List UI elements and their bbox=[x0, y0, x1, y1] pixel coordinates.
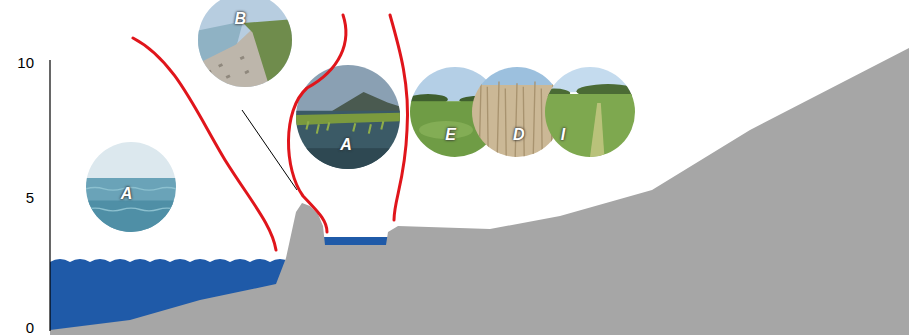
photo-detail bbox=[207, 57, 248, 82]
photo-circle: A bbox=[296, 65, 400, 169]
zone-letter: A bbox=[121, 185, 133, 203]
zone-boundary bbox=[133, 38, 276, 250]
zone-boundary bbox=[390, 15, 408, 220]
photo-detail bbox=[86, 201, 176, 233]
photo-detail bbox=[86, 142, 176, 180]
photo-circle: I bbox=[545, 67, 635, 157]
land-profile bbox=[50, 48, 909, 335]
photo-detail bbox=[479, 81, 553, 157]
photo-image bbox=[296, 65, 400, 169]
sea-water bbox=[50, 259, 290, 335]
axis-tick-label: 10 bbox=[17, 54, 34, 71]
axis-tick-label: 5 bbox=[26, 189, 34, 206]
photo-image bbox=[545, 67, 635, 157]
photo-detail bbox=[296, 111, 400, 169]
photo-circle: A bbox=[86, 142, 176, 232]
photo-detail bbox=[243, 19, 292, 87]
photo-detail bbox=[296, 113, 400, 125]
axis-tick-label: 0 bbox=[26, 319, 34, 335]
leader-line bbox=[242, 110, 297, 190]
photo-detail bbox=[590, 103, 604, 157]
zone-letter: I bbox=[561, 126, 565, 144]
zone-boundary bbox=[288, 15, 345, 232]
zone-letter: B bbox=[235, 10, 247, 28]
zone-letter: D bbox=[513, 126, 525, 144]
photo-detail bbox=[198, 0, 292, 87]
photo-detail bbox=[86, 178, 176, 232]
zone-letter: A bbox=[340, 136, 352, 154]
photo-circle: B bbox=[198, 0, 292, 87]
photo-detail bbox=[545, 94, 635, 157]
photo-detail bbox=[332, 92, 400, 113]
zone-letter: E bbox=[445, 126, 456, 144]
vertical-axis bbox=[49, 60, 50, 331]
lagoon-water bbox=[322, 237, 388, 246]
photo-detail bbox=[306, 121, 383, 133]
